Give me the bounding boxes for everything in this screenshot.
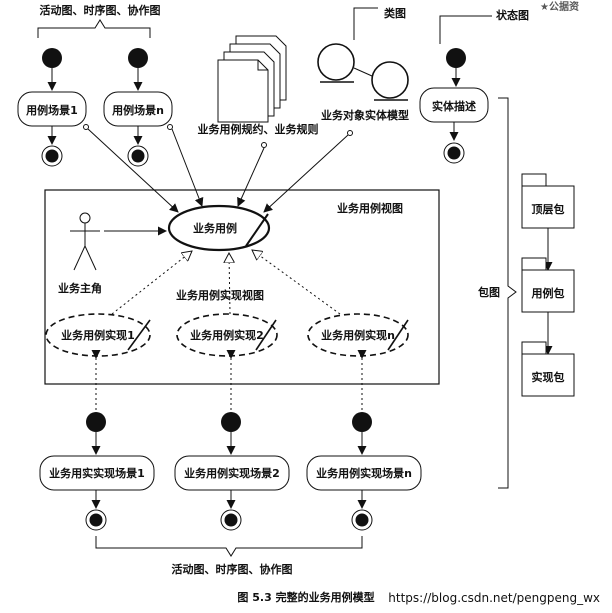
realization-scene-2-label: 业务用例实现场景2 — [184, 466, 280, 480]
realization-scene-1 — [39, 455, 155, 491]
watermark: https://blog.csdn.net/pengpeng_wx — [388, 591, 600, 605]
package-group-label: 包图 — [477, 285, 500, 299]
figure-caption: 图 5.3 完整的业务用例模型 — [237, 590, 374, 604]
package-top-label: 顶层包 — [532, 202, 565, 216]
initial-node-scene-2 — [221, 412, 241, 432]
package-brace — [498, 97, 517, 489]
realization-scene-n — [306, 455, 422, 491]
business-usecase — [167, 204, 271, 252]
actor-label: 业务主角 — [58, 281, 102, 295]
top-brace — [37, 19, 151, 38]
realization-scene-n-label: 业务用例实现场景n — [316, 466, 412, 480]
initial-node-n — [128, 48, 148, 68]
entity-description-label: 实体描述 — [432, 99, 476, 113]
realization-2-label: 业务用例实现2 — [190, 328, 264, 342]
package-realize-label: 实现包 — [532, 370, 565, 384]
realization-2 — [176, 313, 278, 357]
corner-stamp: ★公据资 — [540, 0, 579, 13]
class-diagram-label: 类图 — [384, 6, 406, 20]
documents-icon — [217, 35, 287, 123]
usecase-scene-n-label: 用例场景n — [112, 103, 164, 117]
package-realize — [521, 341, 575, 397]
initial-node-entity — [446, 48, 466, 68]
initial-node-1 — [42, 48, 62, 68]
package-usecase — [521, 257, 575, 313]
entity-model-label: 业务对象实体模型 — [321, 108, 409, 122]
realization-view-label: 业务用例实现视图 — [176, 288, 264, 302]
usecase-view-title: 业务用例视图 — [337, 201, 403, 215]
realization-1-label: 业务用例实现1 — [61, 328, 135, 342]
realization-scene-2 — [174, 455, 290, 491]
business-usecase-label: 业务用例 — [193, 221, 237, 235]
package-usecase-label: 用例包 — [532, 286, 565, 300]
entity-icons — [317, 43, 409, 101]
initial-node-scene-1 — [86, 412, 106, 432]
realization-n-label: 业务用例实现n — [321, 328, 395, 342]
package-top — [521, 173, 575, 229]
bottom-brace — [95, 536, 363, 557]
realization-scene-1-label: 业务用实实现场景1 — [49, 466, 145, 480]
state-diagram-label: 状态图 — [496, 8, 529, 22]
bottom-brace-label: 活动图、时序图、协作图 — [172, 562, 293, 576]
rules-label: 业务用例规约、业务规则 — [198, 122, 319, 136]
usecase-scene-1-label: 用例场景1 — [26, 103, 78, 117]
initial-node-scene-n — [352, 412, 372, 432]
realization-1 — [45, 313, 151, 357]
realization-n — [307, 313, 409, 357]
top-brace-label: 活动图、时序图、协作图 — [40, 3, 161, 17]
actor-icon — [70, 212, 100, 271]
